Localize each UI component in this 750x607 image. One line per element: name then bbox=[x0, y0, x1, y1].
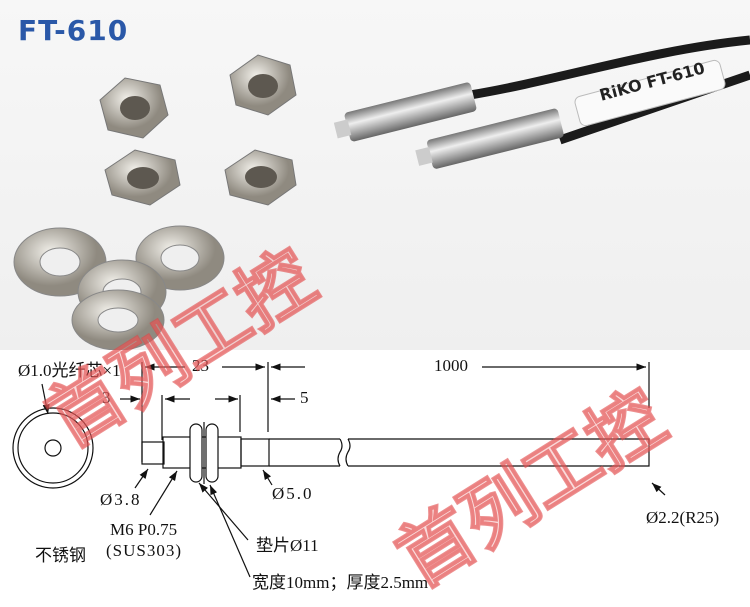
material-cn-label: 不锈钢 bbox=[35, 546, 86, 565]
product-illustration bbox=[13, 35, 750, 351]
nut-size-label: 宽度10mm；厚度2.5mm bbox=[252, 573, 429, 592]
washer-icon bbox=[13, 225, 225, 351]
length-5-label: 5 bbox=[300, 388, 309, 407]
length-23-label: 23 bbox=[192, 356, 209, 375]
material-label: (SUS303) bbox=[106, 541, 183, 560]
fiber-sensor-icon bbox=[333, 35, 750, 169]
sleeve-diameter-label: Ø5.0 bbox=[272, 484, 314, 503]
thread-label: M6 P0.75 bbox=[110, 520, 178, 539]
length-1000-label: 1000 bbox=[434, 356, 468, 375]
fiber-core-label: Ø1.0光纤芯×1 bbox=[18, 361, 121, 380]
dimension-diagram: Ø1.0光纤芯×1 23 1000 3 5 Ø3.8 Ø5.0 M6 P0.75… bbox=[0, 350, 750, 602]
dimension-drawing bbox=[12, 362, 666, 578]
product-photo: FT-610 RiKO FT-610 bbox=[0, 0, 750, 351]
length-3-label: 3 bbox=[102, 388, 111, 407]
tip-diameter-label: Ø3.8 bbox=[100, 490, 142, 509]
product-title: FT-610 bbox=[18, 14, 129, 47]
hex-nut-icon bbox=[99, 54, 297, 206]
cable-diameter-label: Ø2.2(R25) bbox=[646, 508, 720, 527]
washer-label: 垫片Ø11 bbox=[256, 536, 319, 555]
